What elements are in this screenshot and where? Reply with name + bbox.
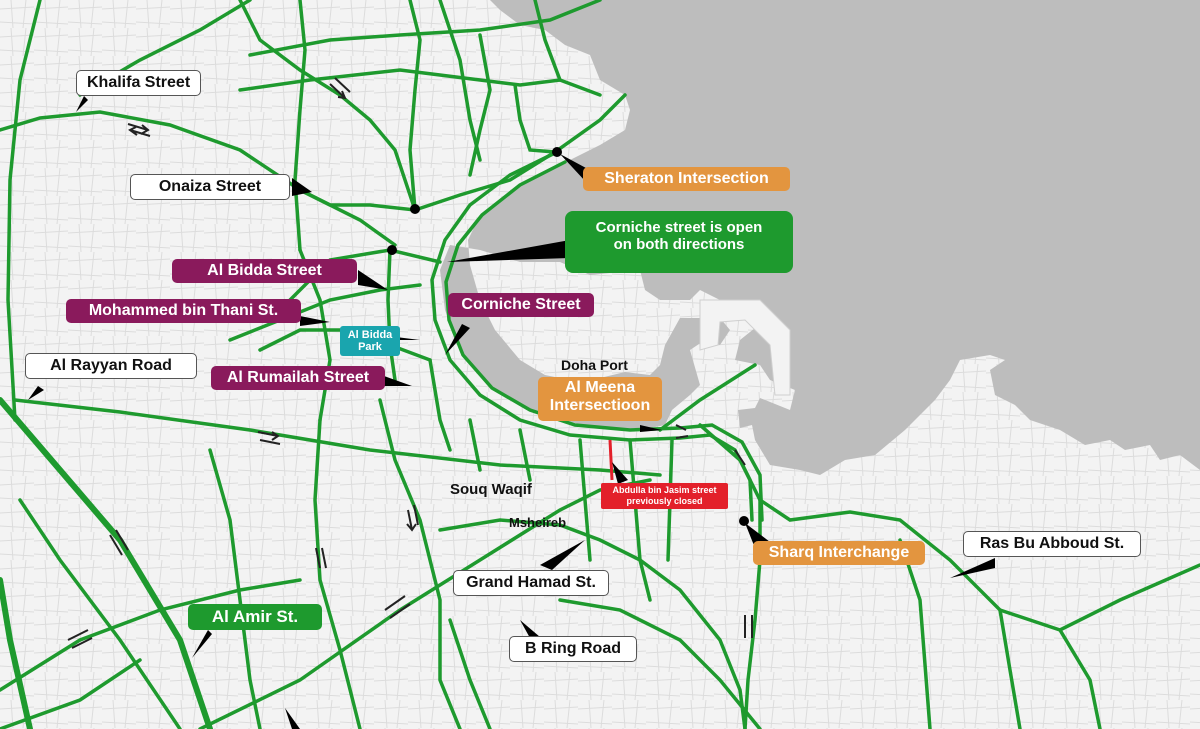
- mohammed-bin-thani-label: Mohammed bin Thani St.: [66, 299, 301, 324]
- corniche-note-line-2: on both directions: [613, 236, 745, 254]
- b-ring-road-label: B Ring Road: [509, 636, 637, 663]
- souq-waqif-label: Souq Waqif: [450, 481, 532, 498]
- grand-hamad-street-label: Grand Hamad St.: [453, 570, 609, 597]
- abdulla-bin-jasim-street: [608, 439, 614, 481]
- al-amir-street-label: Al Amir St.: [188, 604, 322, 630]
- ras-bu-abboud-street-label: Ras Bu Abboud St.: [963, 531, 1141, 558]
- al-meena-line-1: Al Meena: [564, 379, 636, 396]
- park-line-1: Al Bidda: [347, 329, 393, 341]
- sharq-interchange-label: Sharq Interchange: [753, 541, 925, 566]
- doha-port-pier: [699, 299, 791, 396]
- al-rayyan-road-label: Al Rayyan Road: [25, 353, 197, 380]
- al-meena-line-2: Intersectioon: [549, 397, 651, 415]
- al-rumailah-street-label: Al Rumailah Street: [211, 366, 385, 391]
- abdulla-line-2: previously closed: [626, 495, 703, 506]
- doha-port-label: Doha Port: [561, 357, 628, 373]
- onaiza-street-label: Onaiza Street: [130, 174, 290, 201]
- msheireb-label: Msheireb: [509, 515, 567, 530]
- corniche-open-note: Corniche street is open on both directio…: [565, 211, 793, 273]
- abdulla-bin-jasim-closure-label: Abdulla bin Jasim street previously clos…: [601, 483, 728, 509]
- al-meena-intersection-label: Al Meena Intersectioon: [538, 377, 662, 421]
- al-bidda-street-label: Al Bidda Street: [172, 259, 357, 284]
- abdulla-line-1: Abdulla bin Jasim street: [612, 485, 717, 495]
- park-line-2: Park: [358, 341, 382, 354]
- direction-arrows: [67, 77, 753, 649]
- corniche-street-label: Corniche Street: [448, 293, 594, 318]
- intersection-markers: [387, 147, 749, 526]
- sheraton-intersection-label: Sheraton Intersection: [583, 167, 790, 192]
- khalifa-street-label: Khalifa Street: [76, 70, 202, 97]
- al-bidda-park-label: Al Bidda Park: [340, 326, 400, 357]
- label-pointers: [28, 96, 995, 729]
- corniche-road: [430, 150, 764, 522]
- sea-area: [440, 0, 1200, 475]
- corniche-note-line-1: Corniche street is open: [595, 219, 763, 236]
